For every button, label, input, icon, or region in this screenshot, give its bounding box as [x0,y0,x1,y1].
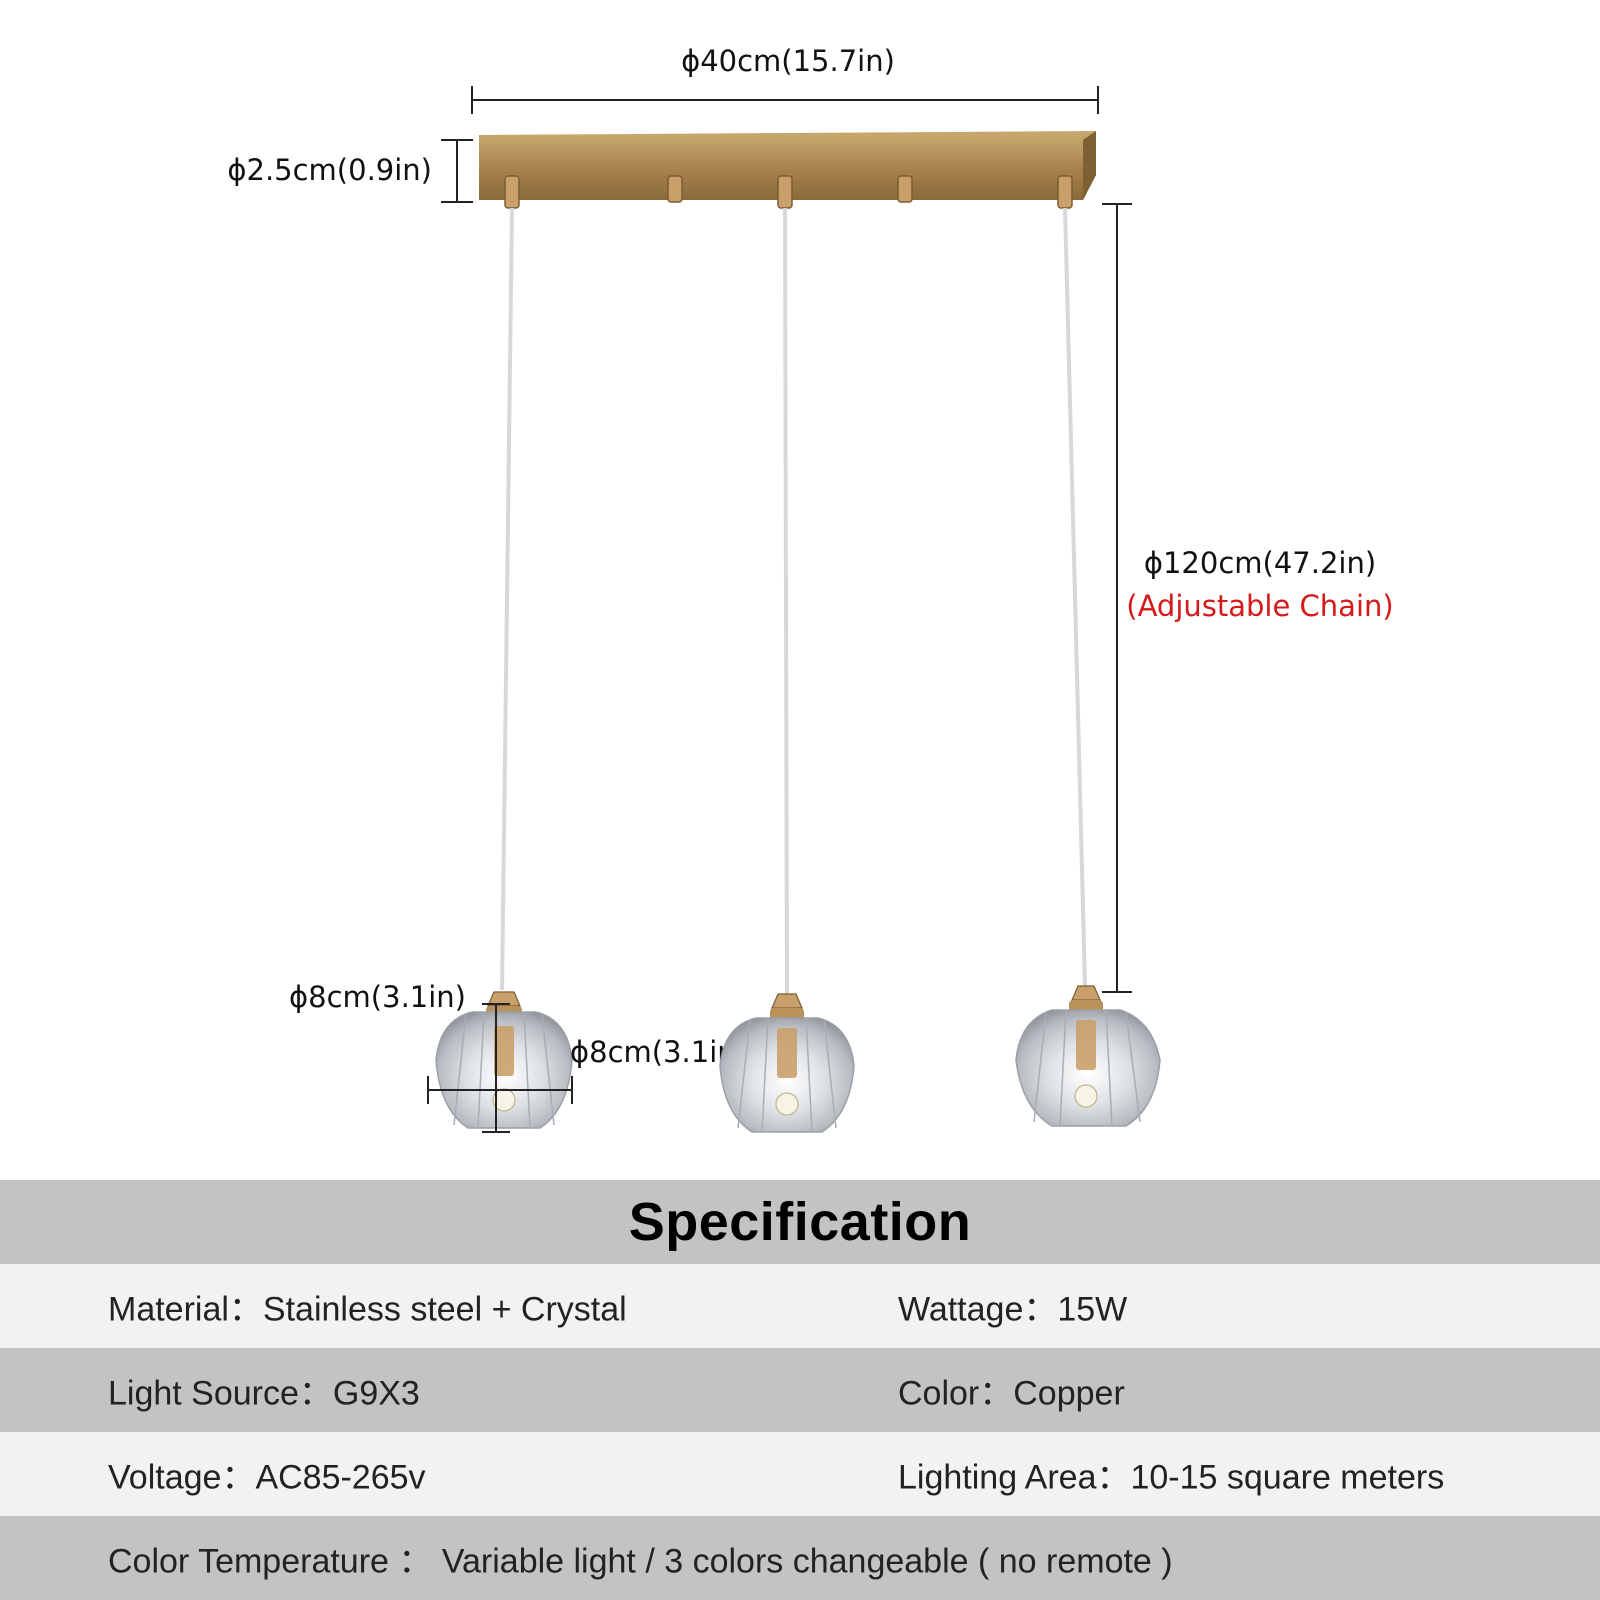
product-dimension-diagram: ϕ40cm(15.7in) ϕ2.5cm(0.9in) ϕ120cm(47.2i… [227,44,1394,1133]
spec-row: Voltage：AC85-265v Lighting Area：10-15 sq… [0,1432,1600,1516]
crystal-pendant-right [1015,985,1161,1127]
spec-row: Material：Stainless steel + Crystal Watta… [0,1264,1600,1348]
canopy-height-label: ϕ2.5cm(0.9in) [227,153,432,187]
canopy-bar [479,131,1096,209]
spec-lighting-area: Lighting Area：10-15 square meters [898,1458,1445,1497]
shade-width-label: ϕ8cm(3.1in) [570,1035,747,1069]
spec-color-temperature: Color Temperature ： Variable light / 3 c… [108,1542,1173,1581]
spec-material: Material：Stainless steel + Crystal [108,1290,627,1329]
spec-row: Light Source：G9X3 Color：Copper [0,1348,1600,1432]
specification-title: Specification [628,1192,972,1252]
spec-color: Color：Copper [898,1374,1125,1413]
suspension-cords [500,207,1087,997]
canopy-height-dimension: ϕ2.5cm(0.9in) [227,139,473,203]
shade-height-label: ϕ8cm(3.1in) [289,980,466,1014]
width-label: ϕ40cm(15.7in) [681,44,895,78]
chain-length-label: ϕ120cm(47.2in) [1144,546,1376,580]
specification-header: Specification [0,1180,1600,1264]
crystal-pendant-center [719,993,855,1133]
chain-length-dimension: ϕ120cm(47.2in) (Adjustable Chain) [1102,203,1394,993]
width-dimension: ϕ40cm(15.7in) [471,44,1099,114]
specification-section: Specification Material：Stainless steel +… [0,1180,1600,1600]
spec-row: Color Temperature ： Variable light / 3 c… [0,1516,1600,1600]
spec-wattage: Wattage：15W [898,1290,1128,1329]
adjustable-chain-note: (Adjustable Chain) [1126,589,1393,623]
shade-dimensions: ϕ8cm(3.1in) ϕ8cm(3.1in) [289,980,747,1133]
spec-voltage: Voltage：AC85-265v [108,1458,426,1497]
spec-light-source: Light Source：G9X3 [108,1374,420,1413]
